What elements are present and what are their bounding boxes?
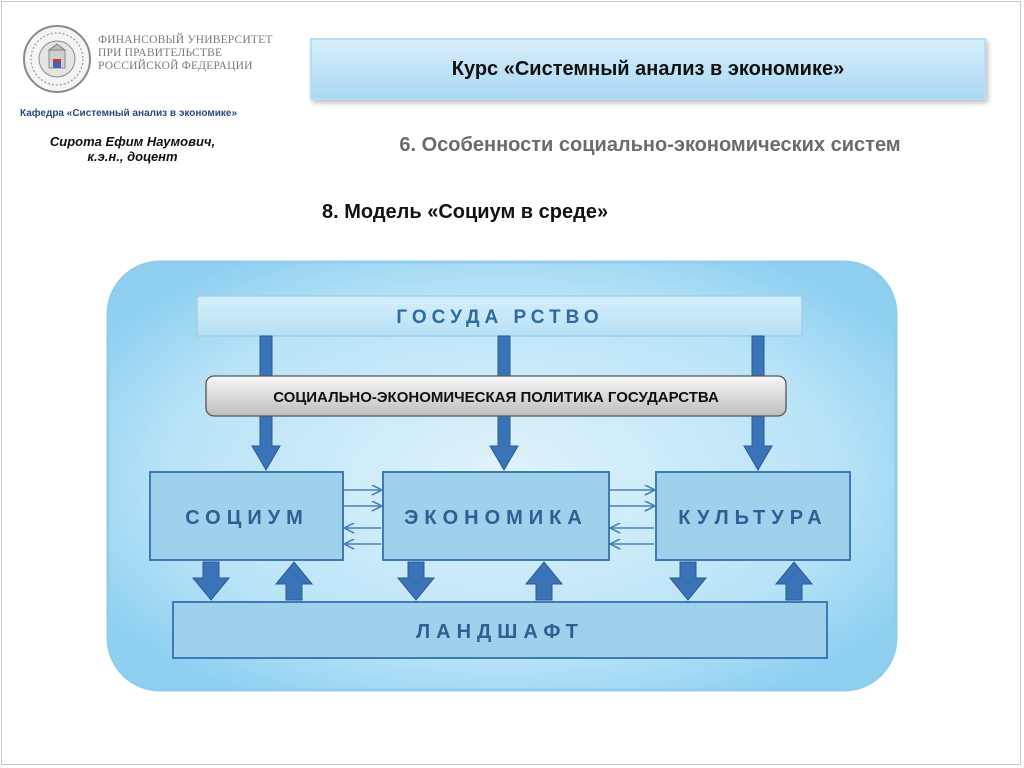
course-banner: Курс «Системный анализ в экономике»: [310, 38, 986, 100]
department-name: Кафедра «Системный анализ в экономике»: [20, 108, 238, 119]
landscape-box: [172, 601, 828, 659]
policy-label: СОЦИАЛЬНО-ЭКОНОМИЧЕСКАЯ ПОЛИТИКА ГОСУДАР…: [273, 389, 719, 406]
arrow-economy-up: [524, 561, 564, 601]
socium-label: СОЦИУМ: [185, 507, 309, 529]
culture-label: КУЛЬТУРА: [678, 507, 827, 529]
university-line-2: ПРИ ПРАВИТЕЛЬСТВЕ: [98, 47, 223, 59]
arrow-culture-down: [668, 561, 708, 601]
arrow-socium-down: [191, 561, 231, 601]
horizontal-exchange-arrows: [344, 490, 654, 544]
economy-label: ЭКОНОМИКА: [404, 507, 588, 529]
author-block: Сирота Ефим Наумович, к.э.н., доцент: [20, 134, 245, 164]
policy-box: [205, 375, 787, 417]
university-name: ФИНАНСОВЫЙ УНИВЕРСИТЕТ ПРИ ПРАВИТЕЛЬСТВЕ…: [98, 34, 288, 73]
university-line-1: ФИНАНСОВЫЙ УНИВЕРСИТЕТ: [98, 34, 273, 46]
arrow-socium-up: [274, 561, 314, 601]
section-title: 6. Особенности социально-экономических с…: [399, 134, 901, 156]
state-label: ГОСУДА РСТВО: [396, 307, 603, 328]
university-line-3: РОССИЙСКОЙ ФЕДЕРАЦИИ: [98, 60, 253, 72]
author-name: Сирота Ефим Наумович,: [49, 134, 216, 149]
arrow-economy-down: [396, 561, 436, 601]
economy-box: [382, 471, 610, 561]
culture-box: [655, 471, 851, 561]
landscape-arrows: [191, 561, 814, 601]
course-title: Курс «Системный анализ в экономике»: [451, 57, 845, 80]
landscape-label: ЛАНДШАФТ: [416, 621, 584, 643]
university-emblem-icon: [23, 25, 91, 93]
socium-box: [149, 471, 344, 561]
state-box: [196, 295, 803, 337]
author-title: к.э.н., доцент: [87, 149, 178, 164]
model-title: 8. Модель «Социум в среде»: [322, 201, 609, 223]
arrow-culture-up: [774, 561, 814, 601]
